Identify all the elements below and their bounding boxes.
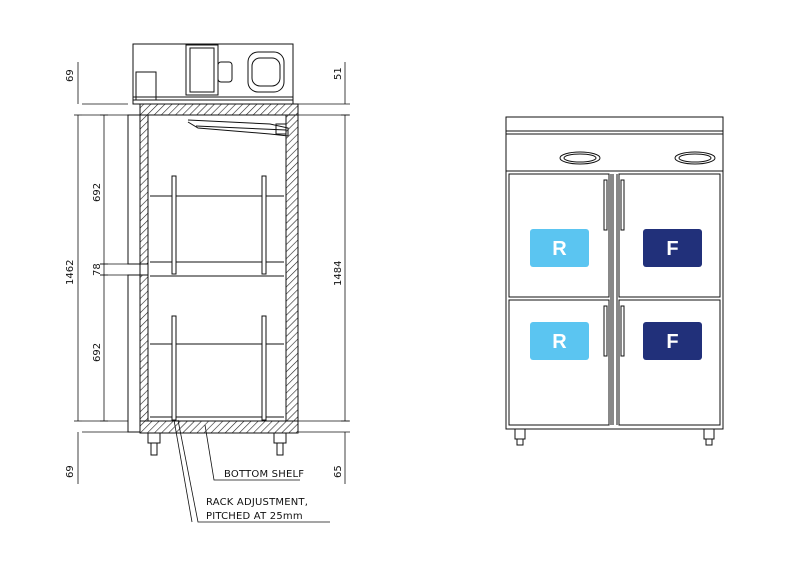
door-top-right[interactable] <box>618 173 721 298</box>
door-bottom-left[interactable] <box>508 299 610 426</box>
dim-bottom-right: 65 <box>333 465 344 478</box>
dimension-lines-right <box>298 62 350 484</box>
cabinet-side <box>127 103 299 456</box>
foot-right <box>703 428 715 440</box>
note-rack-adjustment: RACK ADJUSTMENT, <box>206 497 308 508</box>
badge-label: F <box>666 238 678 260</box>
badge-top-left: R <box>530 229 589 267</box>
badge-bottom-right: F <box>643 322 702 360</box>
dim-upper-door: 692 <box>92 183 103 202</box>
badge-bottom-left: R <box>530 322 589 360</box>
foot-left <box>514 428 526 440</box>
badge-label: F <box>666 331 678 353</box>
badge-label: R <box>552 331 567 353</box>
dim-overall-left: 1462 <box>65 260 76 285</box>
badge-top-right: F <box>643 229 702 267</box>
compressor-unit <box>132 43 294 105</box>
front-view <box>505 116 724 446</box>
handle-top-right[interactable] <box>620 179 625 231</box>
handle-top-left[interactable] <box>603 179 608 231</box>
note-rack-pitch: PITCHED AT 25mm <box>206 511 303 522</box>
dim-top-left: 69 <box>65 69 76 82</box>
annotation-leaders <box>173 419 330 523</box>
dim-middle-gap: 78 <box>92 263 103 276</box>
door-top-left[interactable] <box>508 173 610 298</box>
dim-lower-door: 692 <box>92 343 103 362</box>
dim-bottom-left: 69 <box>65 465 76 478</box>
side-view <box>74 43 350 523</box>
note-bottom-shelf: BOTTOM SHELF <box>224 469 304 480</box>
dim-overall-right: 1484 <box>333 261 344 286</box>
badge-label: R <box>552 238 567 260</box>
dimension-lines-left <box>74 62 128 484</box>
door-bottom-right[interactable] <box>618 299 721 426</box>
dim-top-right: 51 <box>333 67 344 80</box>
handle-bottom-left[interactable] <box>603 305 608 357</box>
handle-bottom-right[interactable] <box>620 305 625 357</box>
